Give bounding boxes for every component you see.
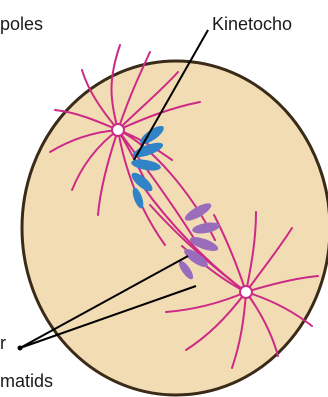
pointer-dot <box>18 346 23 351</box>
upper-pole <box>112 124 124 136</box>
sister-label-fragment: r <box>0 334 6 352</box>
kinetochore-label: Kinetocho <box>212 15 292 33</box>
lower-pole <box>240 286 252 298</box>
poles-label: poles <box>0 15 43 33</box>
chromatids-label: matids <box>0 372 53 390</box>
